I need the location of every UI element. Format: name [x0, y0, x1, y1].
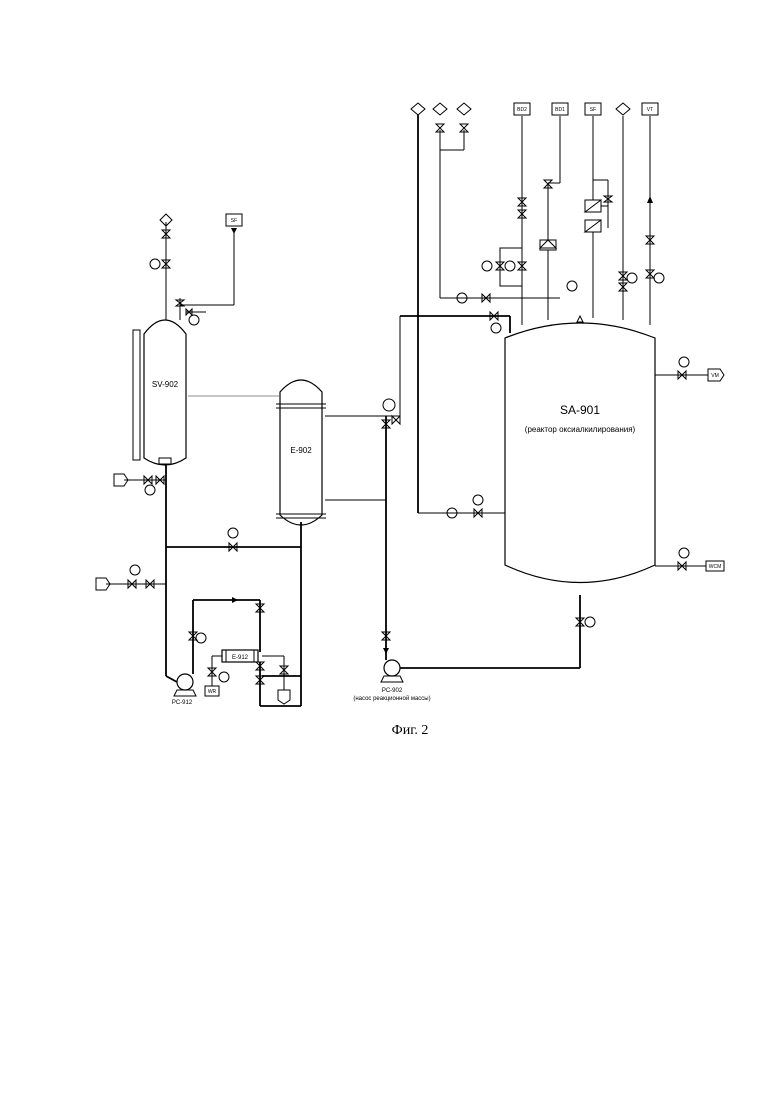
- sv-902-top-lines: SF: [150, 214, 242, 325]
- vt-arrow-icon: [647, 196, 653, 203]
- pump-discharge-line: [325, 316, 400, 660]
- stream-tag-wcm: WCM: [709, 564, 722, 570]
- reactor-left-lower: [418, 495, 505, 518]
- stream-tag-vm: VM: [711, 373, 719, 379]
- svg-text:BD1: BD1: [555, 107, 565, 113]
- exchanger-e-912: E-912 WR: [205, 650, 290, 704]
- pump-pc-902: PC-902 (насос реакционной массы): [353, 660, 430, 702]
- reactor-label: SA-901: [560, 403, 600, 417]
- pump-pc-902-desc: (насос реакционной массы): [353, 695, 430, 702]
- instruments-top: [457, 261, 664, 333]
- figure-caption: Фиг. 2: [392, 723, 429, 738]
- reactor-sa-901: SA-901 (реактор оксиалкилирования): [505, 323, 655, 583]
- reactor-right-lower: WCM: [655, 548, 724, 571]
- stream-tag-bd2: BD2: [514, 103, 530, 115]
- relief-devices: [540, 180, 612, 322]
- stream-tag-bd1: BD1: [552, 103, 568, 115]
- exchanger-e-912-label: E-912: [232, 655, 249, 661]
- exchanger-e-902: E-902: [276, 380, 326, 525]
- pump-pc-912-label: PC-912: [172, 700, 193, 706]
- separator-sv-902: SV-902: [133, 320, 186, 465]
- svg-text:SF: SF: [590, 107, 596, 113]
- sv-902-left-lines: [114, 474, 166, 495]
- stream-tag-wr: WR: [208, 689, 217, 695]
- pump-pc-902-label: PC-902: [382, 688, 403, 694]
- reactor-description: (реактор оксиалкилирования): [525, 425, 636, 434]
- stream-tag-sf-sep: SF: [231, 218, 237, 224]
- stream-tag-sf-top: SF: [585, 103, 601, 115]
- separator-sv-902-label: SV-902: [152, 380, 179, 389]
- pump-pc-912: PC-912: [166, 674, 196, 706]
- sv-902-bottom-lines: [96, 464, 301, 676]
- exchanger-e-902-label: E-902: [290, 446, 312, 455]
- valves-top: [436, 124, 654, 320]
- svg-text:BD2: BD2: [517, 107, 527, 113]
- reactor-right-upper: VM: [655, 357, 724, 381]
- svg-text:VT: VT: [647, 107, 653, 113]
- stream-tag-vt: VT: [642, 103, 658, 115]
- reactor-bottom-line: [400, 595, 595, 668]
